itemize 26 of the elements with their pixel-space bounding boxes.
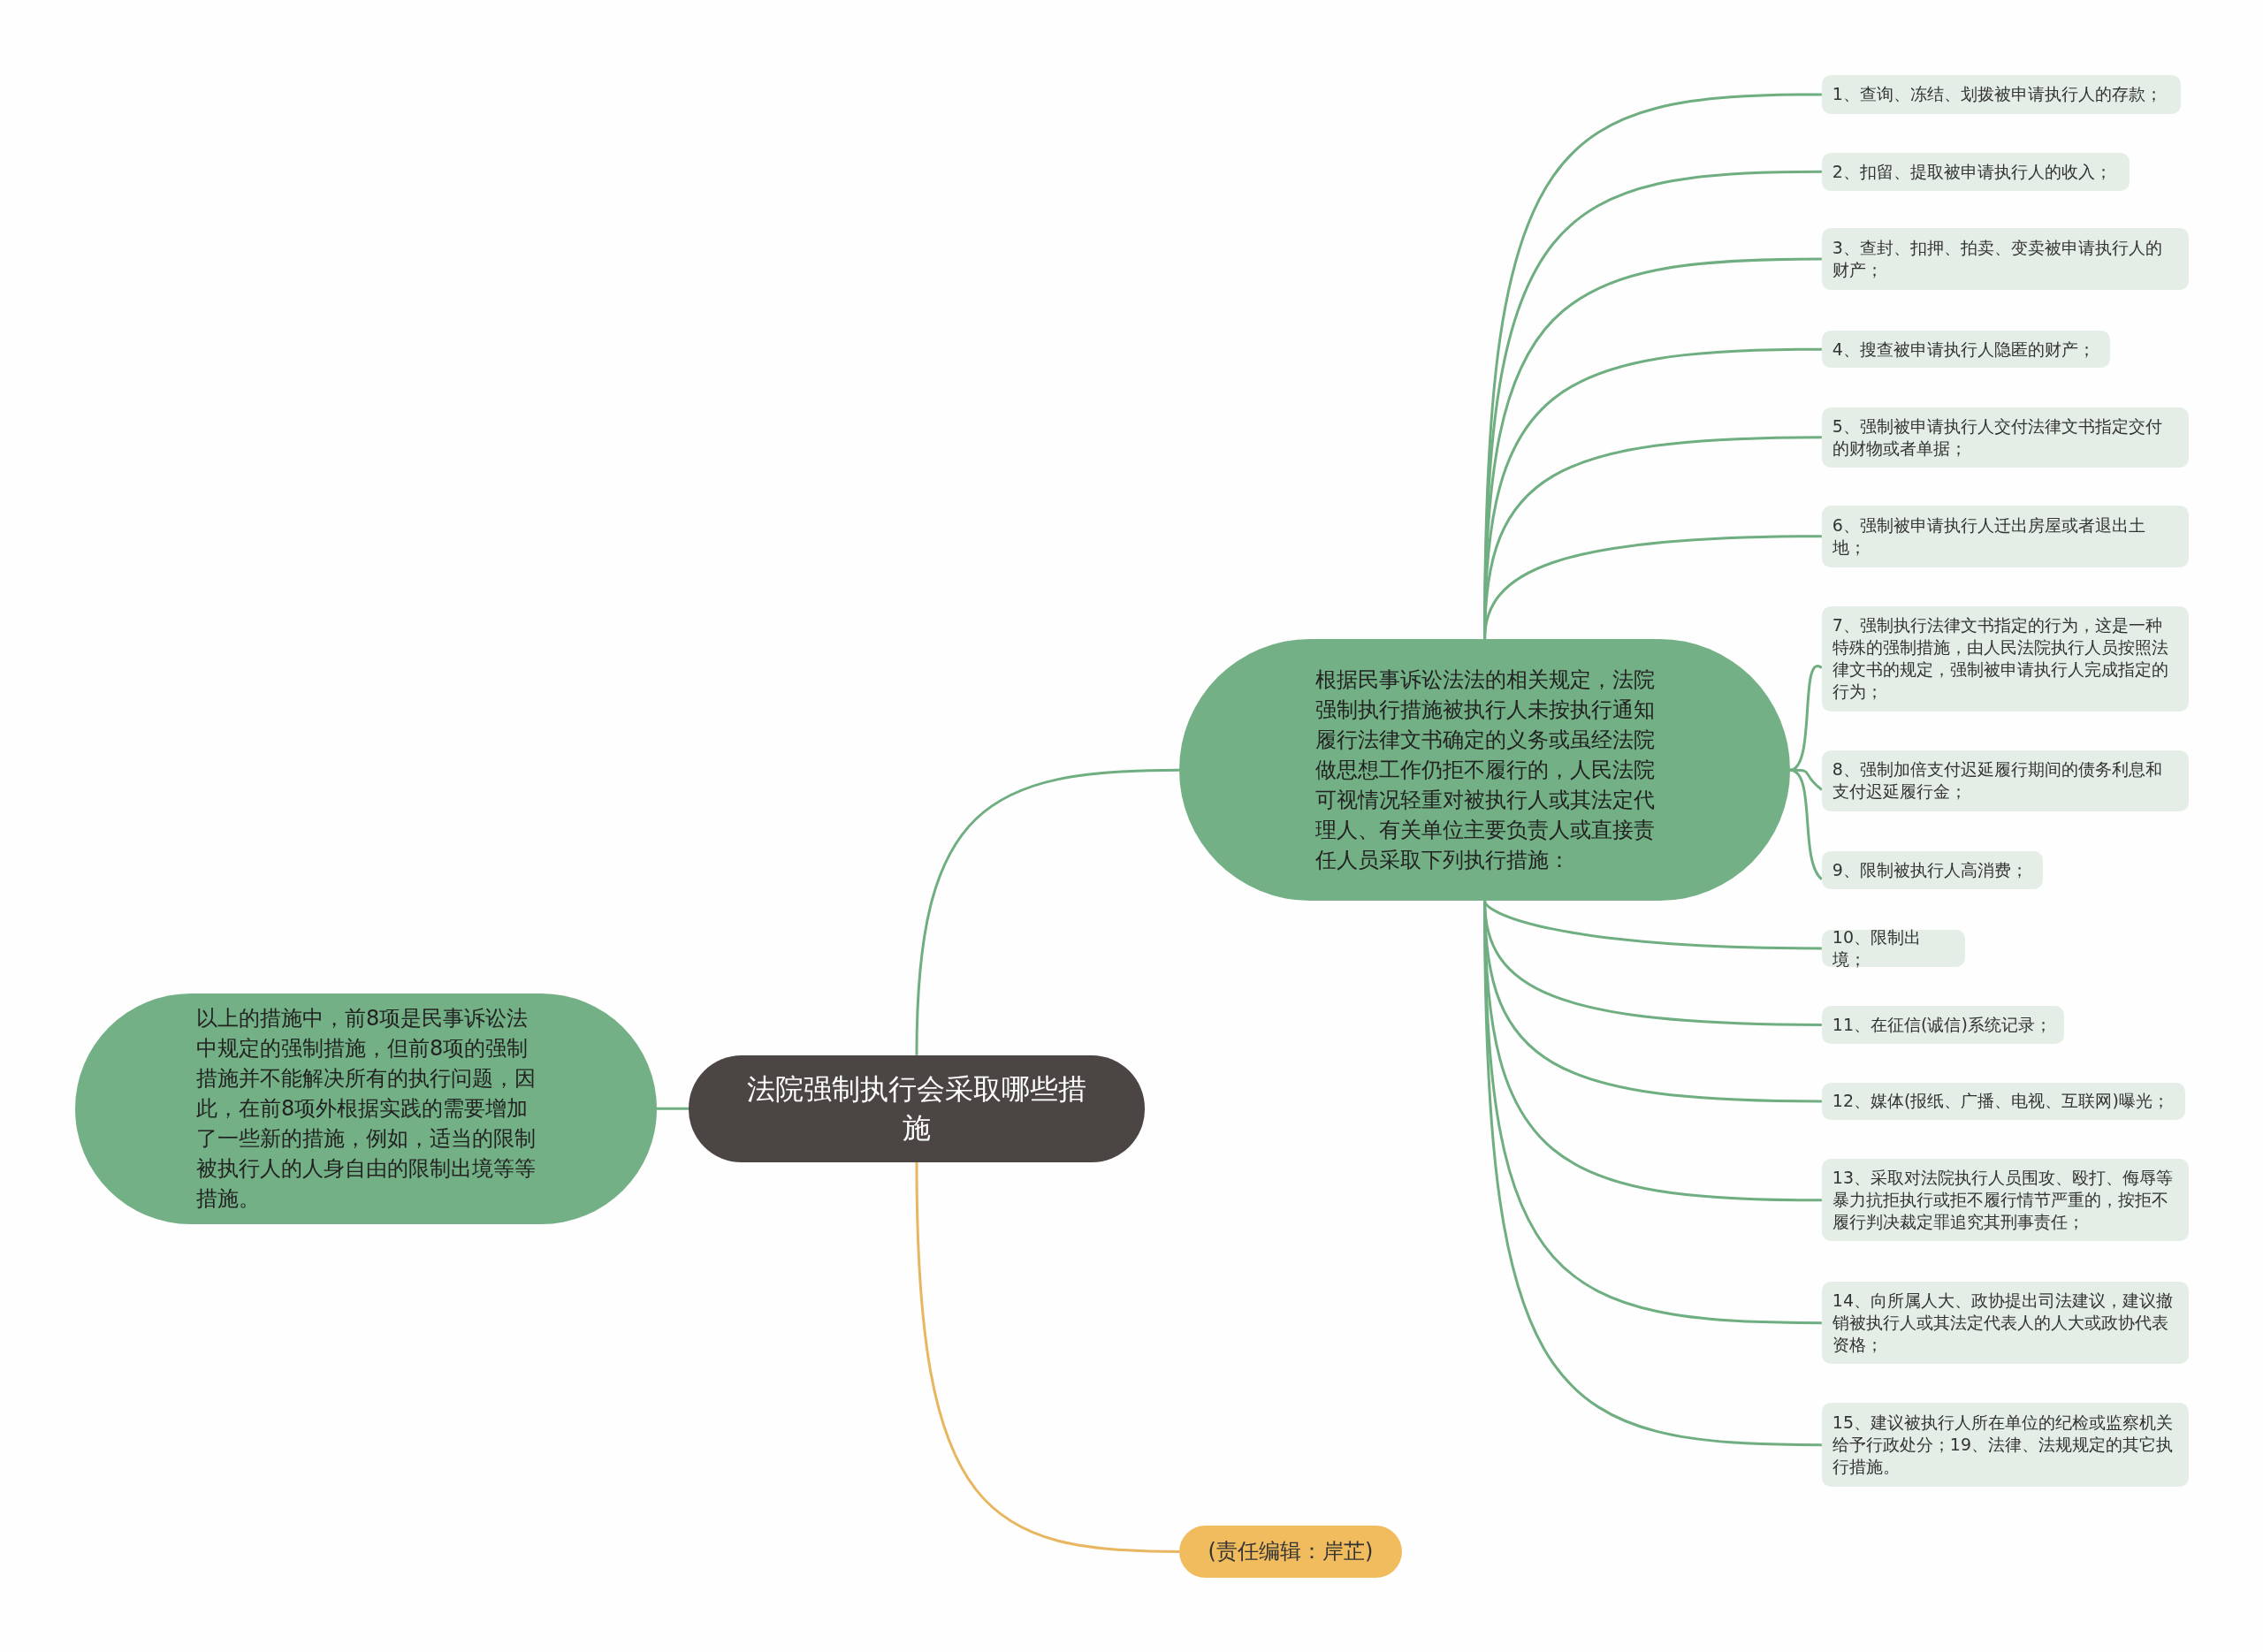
- item-box: 10、限制出境；: [1821, 929, 1965, 968]
- item-box: 8、强制加倍支付迟延履行期间的债务利息和支付迟延履行金；: [1821, 750, 2189, 811]
- item-box: 6、强制被申请执行人迁出房屋或者退出土地；: [1821, 505, 2189, 567]
- item-box: 9、限制被执行人高消费；: [1821, 851, 2043, 889]
- connector-line: [657, 1107, 689, 1110]
- item-box: 7、强制执行法律文书指定的行为，这是一种特殊的强制措施，由人民法院执行人员按照法律文书的规定，强制被申请执行人完成指定的行为；: [1821, 605, 2189, 712]
- topic-box: 根据民事诉讼法法的相关规定，法院强制执行措施被执行人未按执行通知履行法律文书确定的义务或虽经法院做思想工作仍拒不履行的，人民法院可视情况轻重对被执行人或其法定代理人、有关单位主要负责人或直接责任人员采取下列执行措施：: [1179, 639, 1790, 901]
- item-box: 15、建议被执行人所在单位的纪检或监察机关给予行政处分；19、法律、法规规定的其它执行措施。: [1821, 1403, 2189, 1487]
- topic-box: 以上的措施中，前8项是民事诉讼法中规定的强制措施，但前8项的强制措施并不能解决所有的执行问题，因此，在前8项外根据实践的需要增加了一些新的措施，例如，适当的限制被执行人的人身自由的限制出境等等措施。: [74, 993, 657, 1224]
- central-topic-box: 法院强制执行会采取哪些措施: [688, 1054, 1145, 1162]
- item-box: 12、媒体(报纸、广播、电视、互联网)曝光；: [1821, 1082, 2186, 1121]
- item-box: 13、采取对法院执行人员围攻、殴打、侮辱等暴力抗拒执行或拒不履行情节严重的，按拒不履行判决裁定罪追究其刑事责任；: [1821, 1159, 2189, 1242]
- item-box: 11、在征信(诚信)系统记录；: [1821, 1006, 2065, 1044]
- item-box: 14、向所属人大、政协提出司法建议，建议撤销被执行人或其法定代表人的人大或政协代表资格；: [1821, 1282, 2189, 1365]
- item-box: 5、强制被申请执行人交付法律文书指定交付的财物或者单据；: [1821, 407, 2189, 468]
- connector-line: [1789, 768, 1823, 880]
- item-box: 2、扣留、提取被申请执行人的收入；: [1821, 153, 2130, 191]
- connector-line: [1789, 665, 1823, 772]
- connector-line: [915, 1161, 1180, 1553]
- item-box: 1、查询、冻结、划拨被申请执行人的存款；: [1821, 74, 2182, 114]
- item-box: 3、查封、扣押、拍卖、变卖被申请执行人的财产；: [1821, 228, 2189, 291]
- connector-line: [1483, 535, 1822, 640]
- connector-line: [915, 768, 1180, 1055]
- connector-line: [1483, 900, 1822, 950]
- item-box: 4、搜查被申请执行人隐匿的财产；: [1821, 330, 2111, 369]
- editor-note-box: (责任编辑：岸芷): [1179, 1526, 1402, 1578]
